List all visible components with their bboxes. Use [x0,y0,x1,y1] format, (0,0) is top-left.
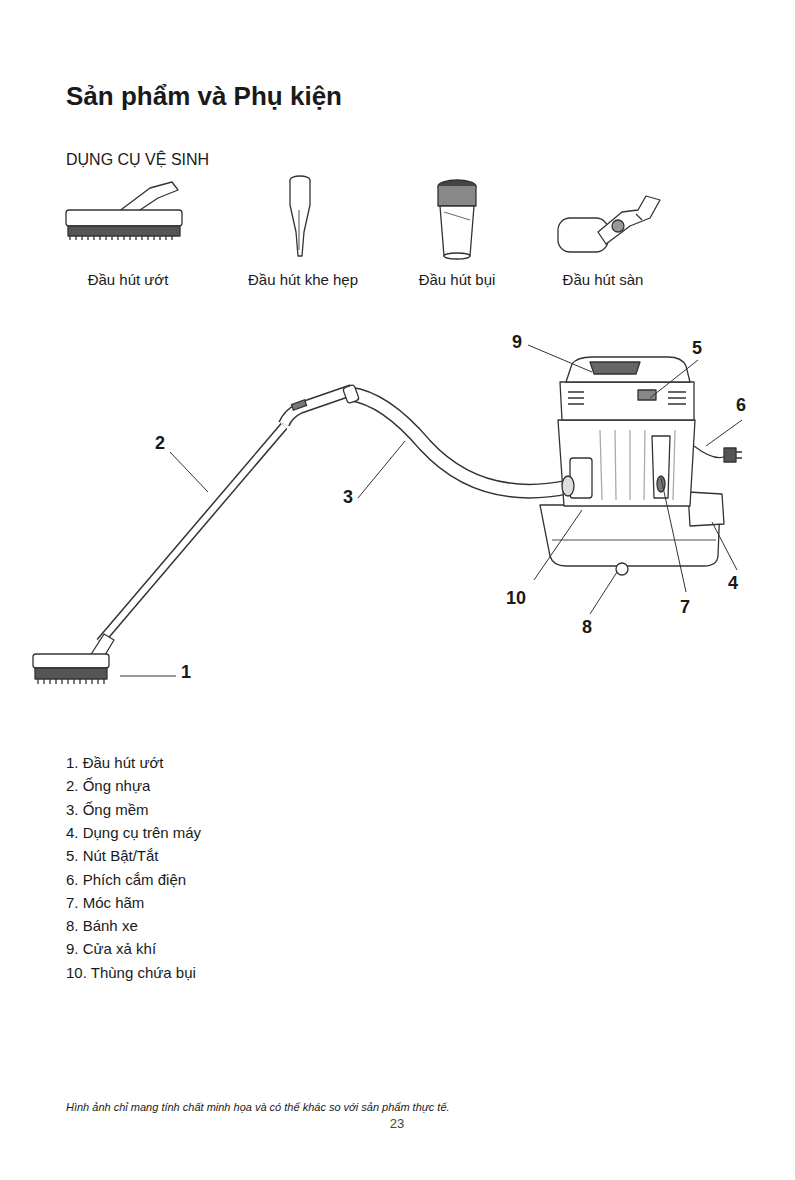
callout-number: 4 [728,573,738,594]
part-list-item: 2. Ống nhựa [66,777,150,794]
section-heading: DỤNG CỤ VỆ SINH [66,151,209,169]
callout-number: 1 [181,662,191,683]
crevice-tool-icon [290,176,310,256]
dust-brush-icon [438,180,476,259]
callout-number: 8 [582,617,592,638]
tool-name: Đầu hút bụi [419,271,496,288]
tool-name: Đầu hút sàn [563,271,644,288]
callout-number: 6 [736,395,746,416]
part-list-item: 3. Ống mềm [66,801,149,818]
part-list-item: 7. Móc hãm [66,894,144,911]
part-list-item: 10. Thùng chứa bụi [66,964,196,981]
tool-name: Đầu hút ướt [88,271,169,288]
leader-lines [120,345,742,676]
disclaimer-note: Hình ảnh chỉ mang tính chất minh họa và … [66,1101,450,1114]
part-list-item: 4. Dụng cụ trên máy [66,824,201,841]
vacuum-cleaner [33,357,742,684]
part-list-item: 1. Đầu hút ướt [66,754,163,771]
part-list-item: 9. Cửa xả khí [66,940,156,957]
page-number: 23 [390,1117,404,1132]
callout-number: 10 [506,588,526,609]
floor-nozzle-icon [558,196,660,252]
callout-number: 3 [343,487,353,508]
callout-number: 9 [512,332,522,353]
tool-name: Đầu hút khe hẹp [248,271,358,288]
part-list-item: 8. Bánh xe [66,917,138,934]
part-list-item: 5. Nút Bật/Tắt [66,847,159,864]
wet-nozzle-icon [66,182,182,240]
callout-number: 2 [155,433,165,454]
callout-number: 7 [680,597,690,618]
page-title: Sản phẩm và Phụ kiện [66,82,342,112]
callout-number: 5 [692,338,702,359]
part-list-item: 6. Phích cắm điện [66,871,186,888]
